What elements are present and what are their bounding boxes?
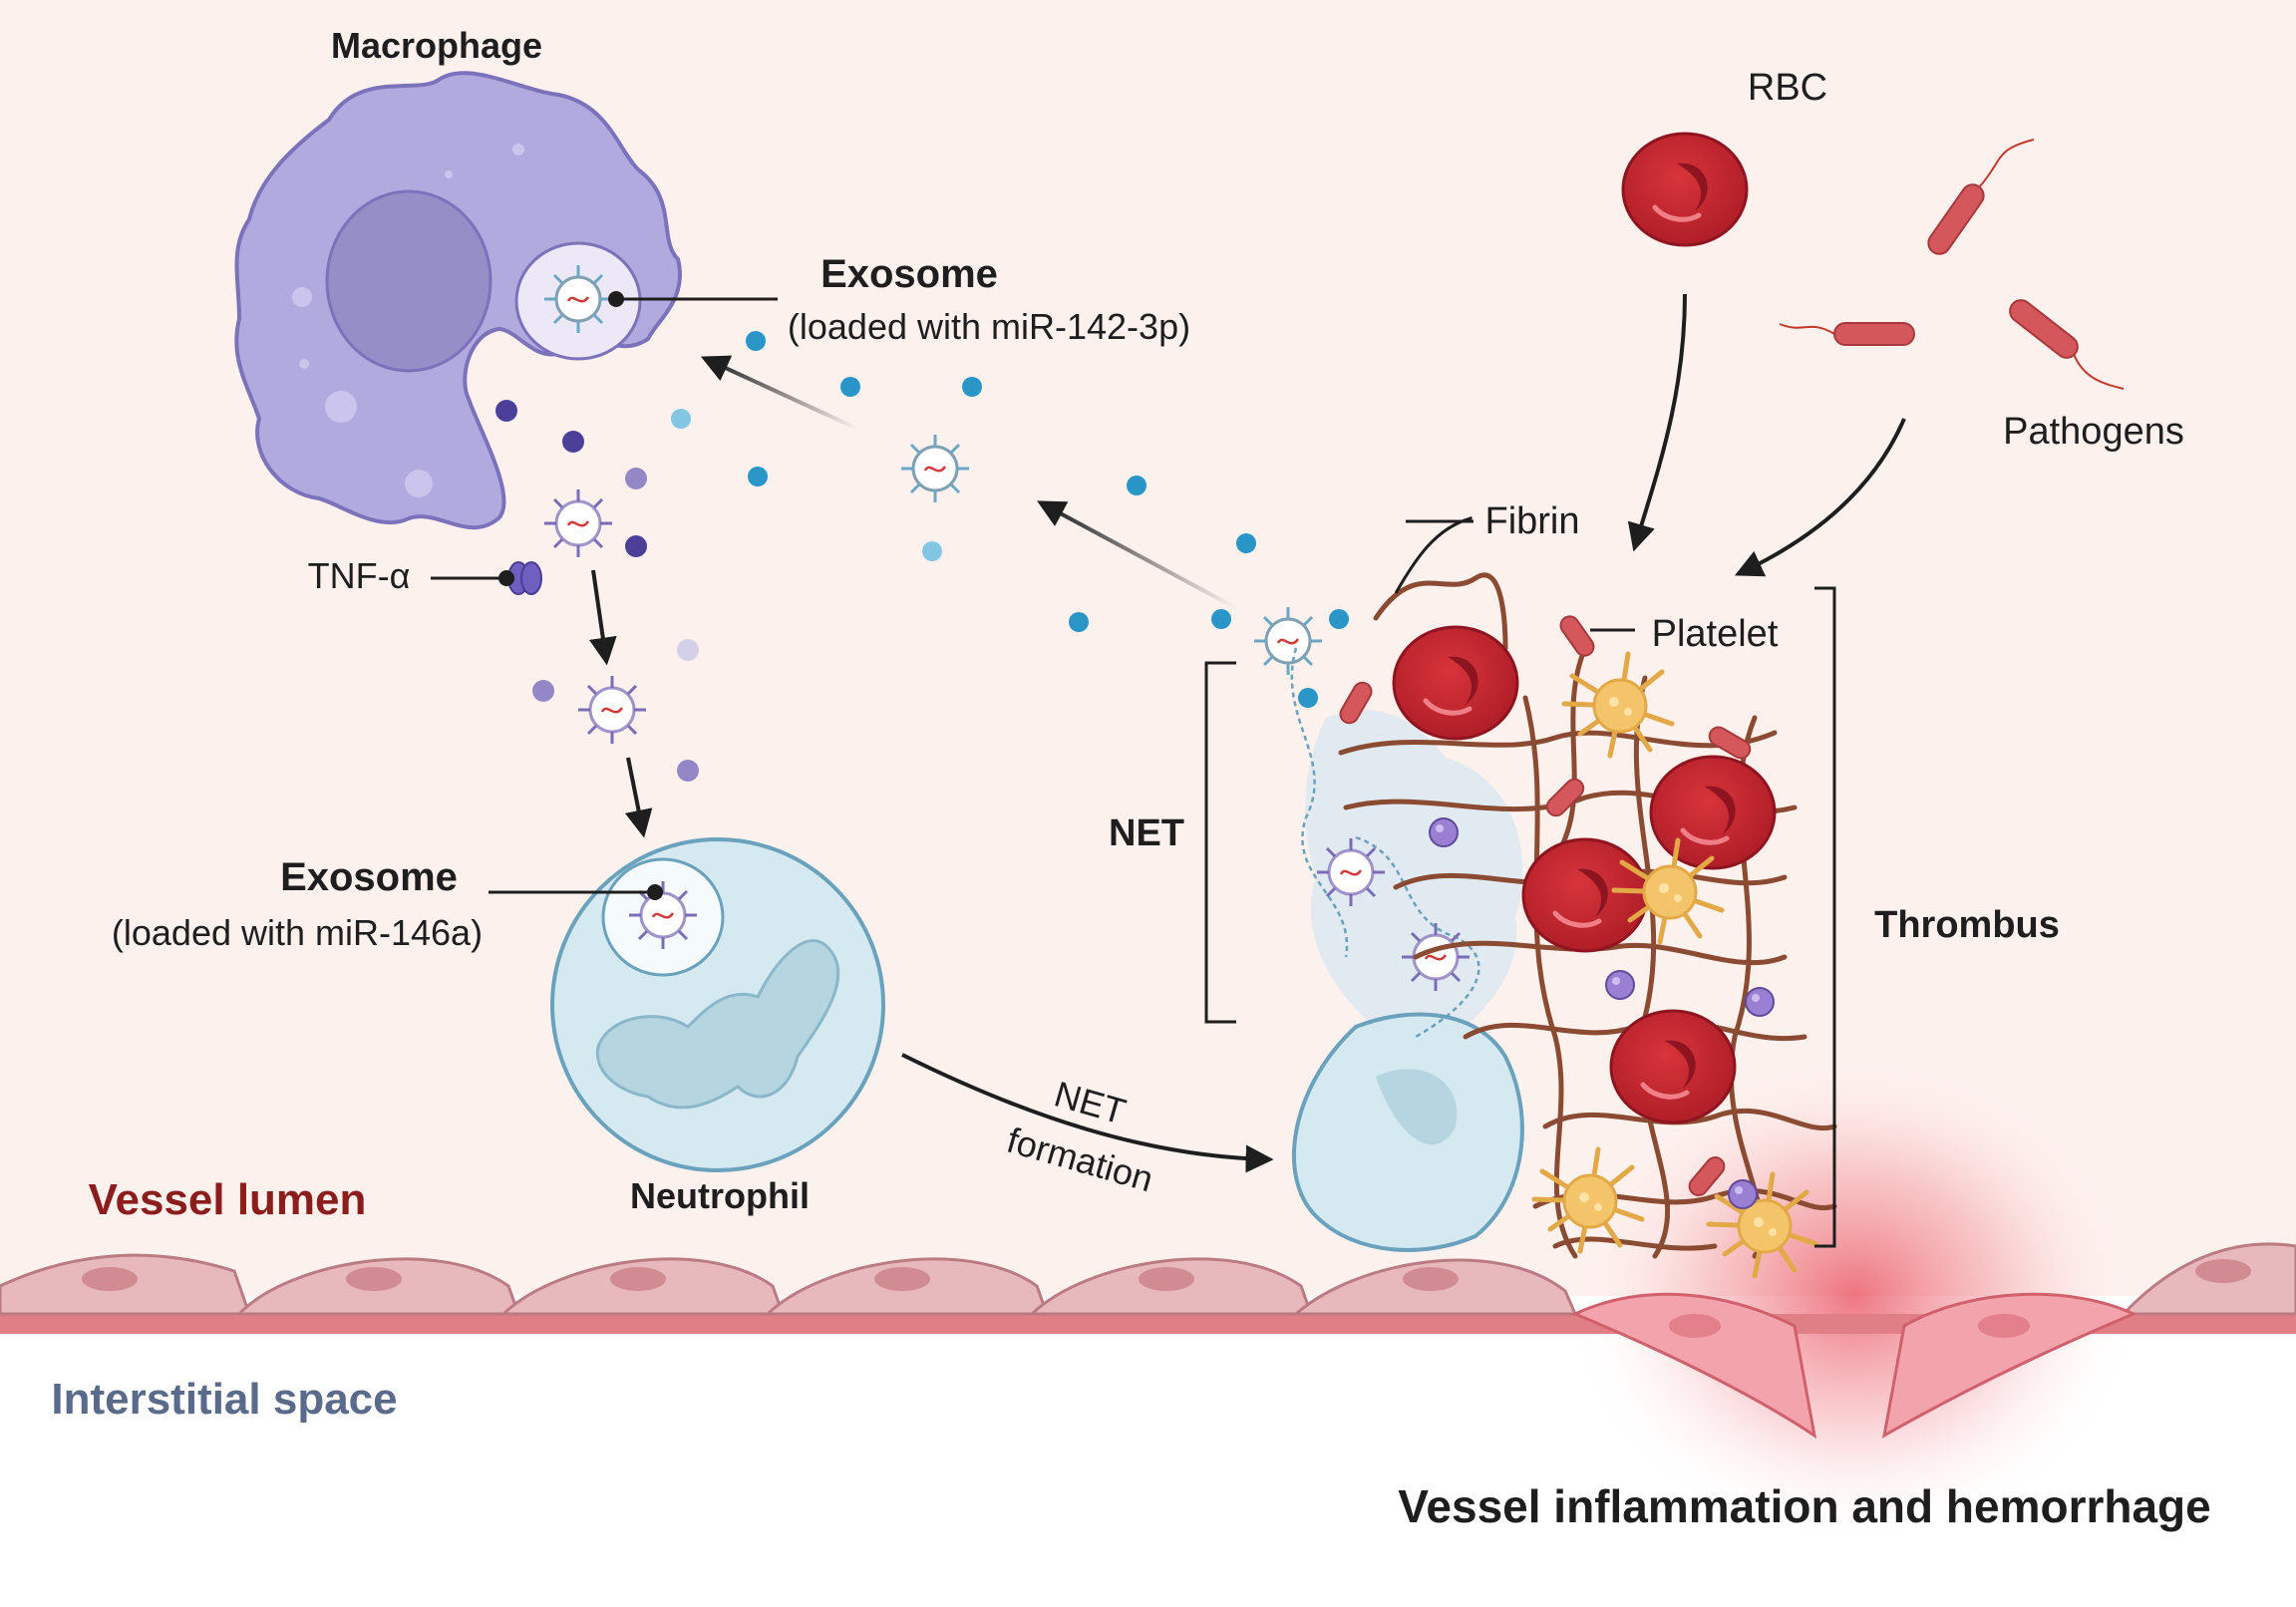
net-bracket — [1204, 661, 1236, 1024]
tnf-receptor-icon — [431, 561, 542, 595]
exosome-released-2 — [576, 674, 648, 746]
pathogens-label: Pathogens — [2003, 411, 2184, 453]
tnf-label: TNF-α — [308, 555, 411, 596]
macrophage-label: Macrophage — [331, 25, 542, 66]
exosome-top-label: Exosome — [820, 252, 998, 296]
rbc-cell — [1623, 134, 1747, 245]
interstitial-space-label: Interstitial space — [51, 1375, 397, 1424]
thrombus-bracket — [1814, 586, 1836, 1248]
macrophage-cell — [234, 71, 682, 530]
flow-arrows — [588, 293, 1906, 1173]
endothelium-layer — [0, 1242, 2296, 1440]
exosome-top-cargo-label: (loaded with miR-142-3p) — [788, 306, 1190, 347]
rbc-label: RBC — [1748, 67, 1827, 109]
net-label: NET — [1109, 812, 1184, 854]
platelet-label: Platelet — [1652, 613, 1779, 655]
cytokine-dots — [495, 331, 1349, 782]
fibrin-label: Fibrin — [1484, 500, 1579, 542]
exosome-bottom-cargo-label: (loaded with miR-146a) — [112, 912, 483, 953]
exosome-released-4 — [1252, 605, 1324, 677]
vessel-lumen-label: Vessel lumen — [89, 1175, 367, 1224]
net-structure — [1290, 647, 1524, 1252]
vessel-inflammation-label: Vessel inflammation and hemorrhage — [1398, 1480, 2210, 1532]
exosome-bottom-label: Exosome — [280, 855, 458, 899]
thrombus-cluster — [1338, 572, 1837, 1276]
thrombus-label: Thrombus — [1874, 904, 2060, 946]
neutrophil-label: Neutrophil — [630, 1175, 810, 1216]
exosome-released-1 — [542, 487, 614, 559]
neutrophil-cell — [489, 837, 885, 1172]
pathogens-group — [1779, 139, 2125, 390]
exosome-released-3 — [899, 433, 971, 504]
